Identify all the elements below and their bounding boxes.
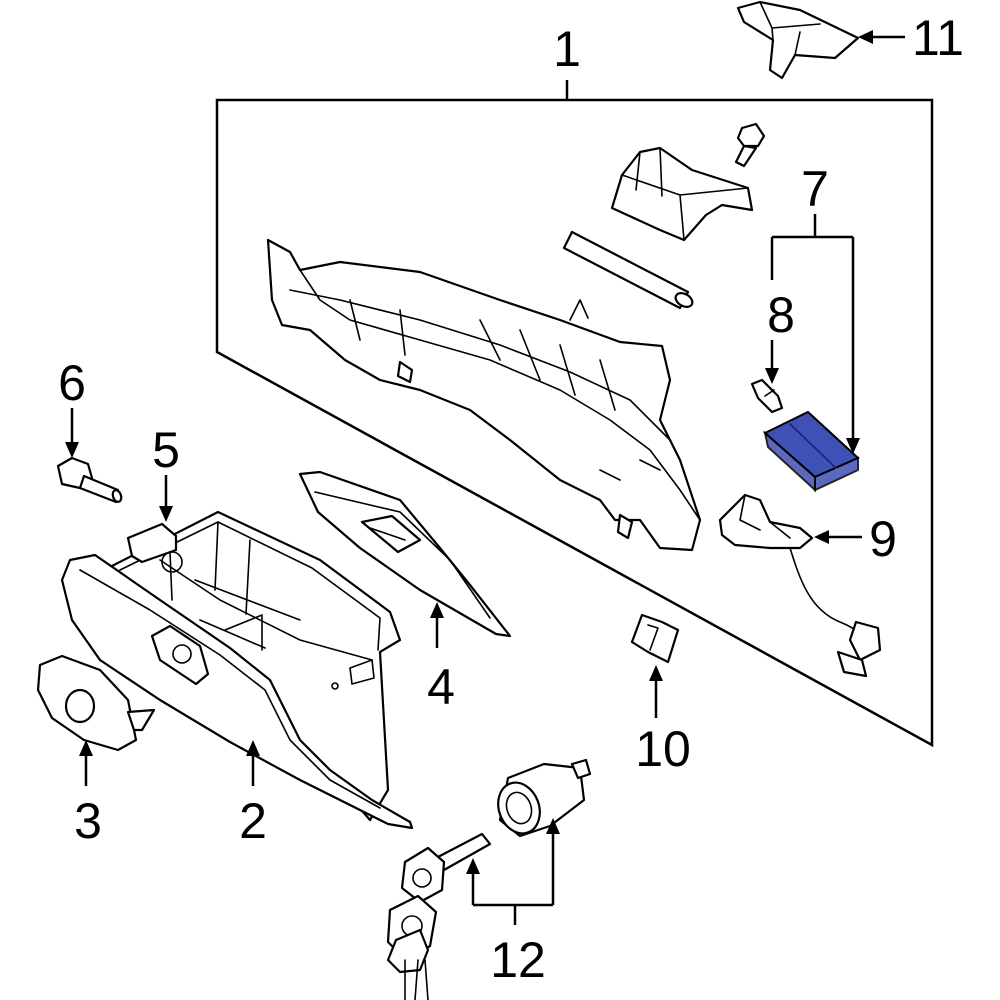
part-9-harness <box>718 493 882 678</box>
callout-1: 1 <box>553 21 581 77</box>
callout-3: 3 <box>74 793 102 849</box>
callout-2: 2 <box>239 793 267 849</box>
part-6-bolt <box>56 456 123 504</box>
rod <box>562 230 694 310</box>
part-2-glove-box <box>60 510 414 830</box>
part-10-clip <box>630 613 680 664</box>
callout-7: 7 <box>801 161 829 217</box>
bolt-top <box>734 122 766 168</box>
callout-11: 11 <box>912 10 964 66</box>
callout-12: 12 <box>490 932 546 988</box>
part-4-door-panel <box>298 470 512 638</box>
callout-8: 8 <box>767 287 795 343</box>
callout-labels: 1 2 3 4 5 6 7 8 9 10 11 12 <box>58 10 964 988</box>
part-11-bracket <box>736 0 860 80</box>
part-7-lamp-highlighted <box>763 410 860 493</box>
part-8-bulb <box>750 378 784 414</box>
part-12-lock-and-keys <box>386 758 592 1000</box>
part-3-handle <box>36 654 156 752</box>
glove-box-frame <box>266 238 702 552</box>
callout-9: 9 <box>869 511 897 567</box>
callout-5: 5 <box>152 422 180 478</box>
callout-6: 6 <box>58 355 86 411</box>
upper-bracket <box>610 146 754 242</box>
leader-lines <box>65 30 905 925</box>
callout-4: 4 <box>427 659 455 715</box>
callout-10: 10 <box>635 721 691 777</box>
lamp-side-face <box>814 456 859 492</box>
